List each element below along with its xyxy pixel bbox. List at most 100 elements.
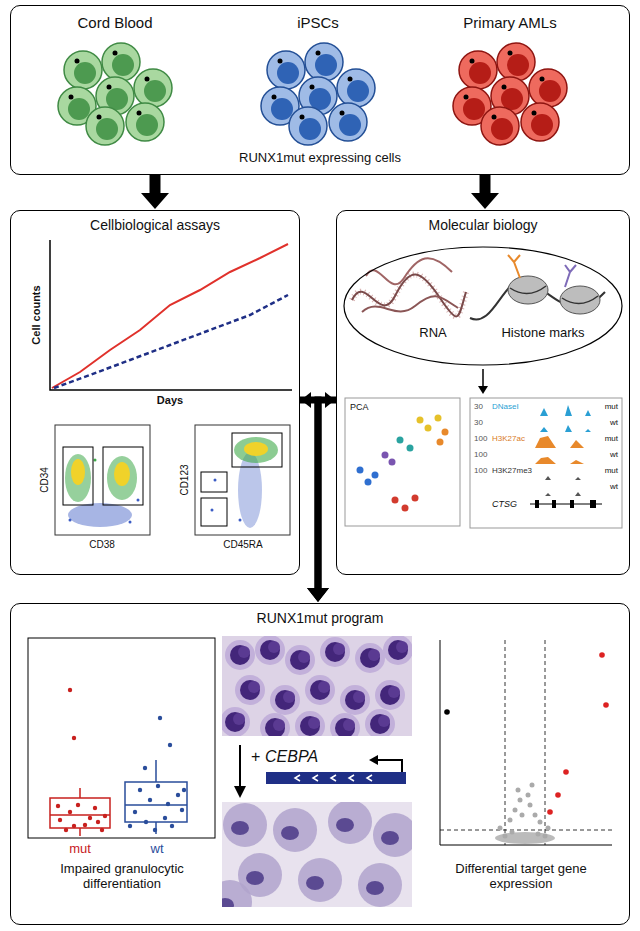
box-plot: [156, 784, 160, 788]
pca-plot: [402, 505, 409, 512]
panel-title: RUNX1mut expressing cells: [239, 151, 401, 166]
volcano-plot: [503, 834, 508, 839]
small-arrow: [482, 369, 484, 387]
box-plot: [143, 766, 147, 770]
axis-label: Days: [157, 394, 183, 407]
track-label: mut: [605, 466, 618, 475]
gene-drawing: [266, 772, 406, 784]
oval-group: RNAHistone marks: [343, 246, 623, 366]
cell-cluster: [64, 51, 102, 89]
micrograph: [285, 645, 315, 675]
small-arrow: [234, 745, 246, 798]
pca-plot: [407, 445, 414, 452]
micrograph: [222, 707, 250, 736]
cell-cluster: [305, 43, 343, 81]
volcano-plot: [495, 832, 555, 844]
source-label: iPSCs: [297, 14, 339, 31]
connector-arrow: [318, 400, 336, 589]
micrograph: [373, 813, 412, 857]
panel-box: Molecular biologyRNAHistone marks: [336, 210, 630, 575]
nucleosome-drawing: [470, 255, 605, 320]
panel-box: Cellbiological assays: [10, 210, 300, 575]
box-plot: [28, 638, 215, 838]
flow-plot: [71, 459, 85, 485]
box-plot: [138, 788, 142, 792]
volcano-plot: [547, 652, 609, 815]
pca-plot: [357, 467, 364, 474]
box-plot: [128, 824, 132, 828]
micrograph: [235, 675, 265, 705]
flow-plot: [201, 498, 227, 526]
box-plot: [28, 638, 215, 838]
box-plot: [176, 793, 180, 797]
volcano-plot: [440, 640, 612, 845]
track-plot: [570, 500, 574, 508]
micrograph: [298, 858, 342, 902]
cell-cluster: [481, 107, 519, 145]
box-plot: [182, 788, 186, 792]
scale-number: 30: [474, 418, 483, 427]
micrograph: [260, 713, 290, 736]
gene-drawing: [378, 760, 402, 772]
growth-chart: [50, 240, 292, 390]
volcano-plot: [563, 769, 569, 775]
rna-drawing: [352, 274, 466, 316]
flow-plot: [201, 472, 227, 492]
box-plot: [163, 816, 167, 820]
flow-plot: [214, 479, 217, 482]
micrograph: [222, 802, 412, 907]
micrograph: [208, 800, 417, 924]
connector-arrow: [480, 175, 491, 194]
track-label: H3K27me3: [492, 466, 532, 475]
scale-number: 100: [474, 466, 487, 475]
volcano-plot: [513, 808, 518, 813]
flow-plot: [239, 519, 242, 522]
track-plot: [535, 436, 584, 448]
nucleosome-drawing: [510, 286, 598, 304]
track-label: DNaseI: [492, 402, 519, 411]
cell-cluster: [126, 103, 164, 141]
volcano-plot: [440, 640, 612, 845]
micrograph: [375, 680, 405, 710]
box-plot: [88, 816, 92, 820]
axis-label: CD34: [39, 467, 51, 493]
micrograph: [330, 713, 360, 736]
connector-arrow: [150, 175, 161, 194]
flow-plot: [244, 442, 268, 456]
box-plot: [170, 824, 174, 828]
cell-cluster: [521, 103, 559, 141]
volcano-plot: [530, 783, 535, 788]
flow-plot: [65, 454, 91, 502]
track-plot: [545, 492, 581, 496]
small-arrow: [478, 386, 488, 394]
flow-plot: [55, 425, 150, 535]
cell-cluster: [134, 69, 172, 107]
panel-title: RUNX1mut program: [257, 610, 384, 626]
plot-title: PCA: [350, 402, 369, 412]
volcano-plot: [508, 818, 513, 823]
track-plot: [540, 405, 591, 416]
panel-title: Cellbiological assays: [90, 217, 220, 233]
track-label: mut: [605, 434, 618, 443]
box-plot: [56, 688, 107, 832]
pca-plot: [345, 398, 460, 526]
volcano-plot: [520, 813, 525, 818]
track-plot: [590, 500, 596, 508]
micrograph: [270, 685, 300, 715]
pca-plot: [382, 452, 389, 459]
oval-label: Histone marks: [473, 326, 613, 341]
micrograph: [383, 636, 412, 665]
flow-plot: [55, 425, 150, 535]
gene-label: CEBPA: [265, 748, 318, 766]
scale-number: 100: [474, 434, 487, 443]
box-plot: [96, 820, 100, 824]
box-plot: [58, 818, 62, 822]
volcano-plot: [543, 834, 548, 839]
volcano-plot: [518, 798, 523, 803]
flow-plot: [107, 456, 137, 500]
box-plot: [168, 743, 172, 747]
rna-drawing: [366, 258, 452, 284]
box-plot: [128, 716, 186, 832]
caption-text: Differential target gene expression: [431, 862, 611, 892]
pca-plot: [365, 479, 372, 486]
